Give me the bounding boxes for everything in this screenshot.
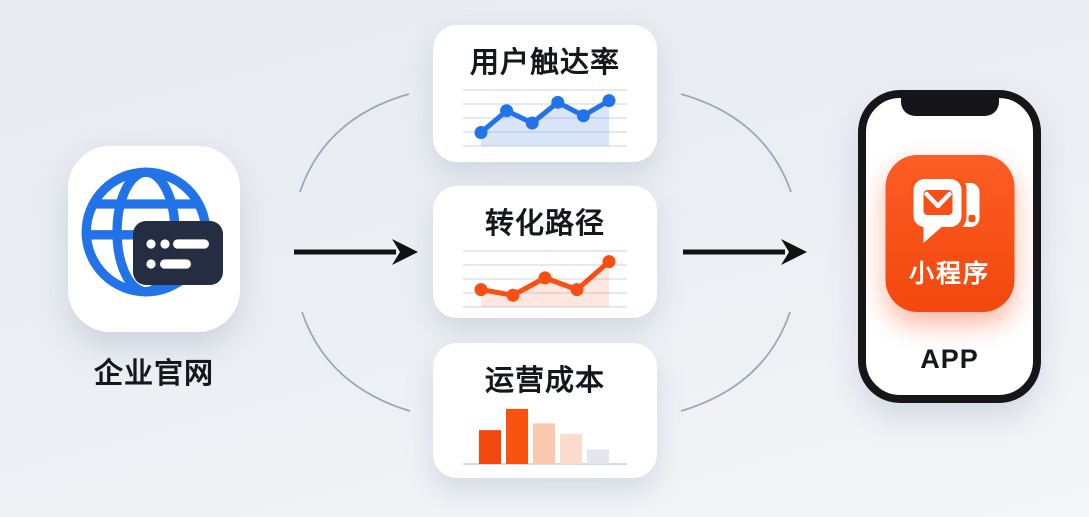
- arc-top-card-to-phone: [680, 93, 792, 193]
- arrow-source-to-cards-icon: [294, 239, 418, 265]
- app-icon-label: 小程序: [908, 260, 990, 288]
- card-title: 转化路径: [484, 208, 605, 240]
- arc-source-to-bottom-card: [301, 311, 411, 412]
- arrow-cards-to-phone-icon: [683, 239, 807, 265]
- chat-bubble-icon: [911, 179, 980, 243]
- mini-program-app-icon: 小程序: [885, 155, 1014, 312]
- arc-bottom-card-to-phone: [680, 311, 791, 412]
- phone-frame: 小程序 APP: [858, 90, 1041, 403]
- source-label: 企业官网: [93, 358, 214, 390]
- card-title: 运营成本: [484, 365, 605, 397]
- user-reach-line-chart: [463, 89, 627, 147]
- card-conversion-path: 转化路径: [433, 186, 657, 318]
- browser-list-icon: [133, 221, 223, 285]
- card-title: 用户触达率: [469, 47, 620, 79]
- phone-notch: [900, 96, 999, 116]
- card-operating-cost: 运营成本: [433, 343, 657, 478]
- device-label: APP: [920, 344, 979, 374]
- card-user-reach-rate: 用户触达率: [433, 25, 657, 162]
- operating-cost-bar-chart: [463, 408, 627, 465]
- arc-source-to-top-card: [299, 93, 410, 193]
- conversion-line-chart: [463, 250, 627, 308]
- corporate-website-icon: [68, 146, 240, 332]
